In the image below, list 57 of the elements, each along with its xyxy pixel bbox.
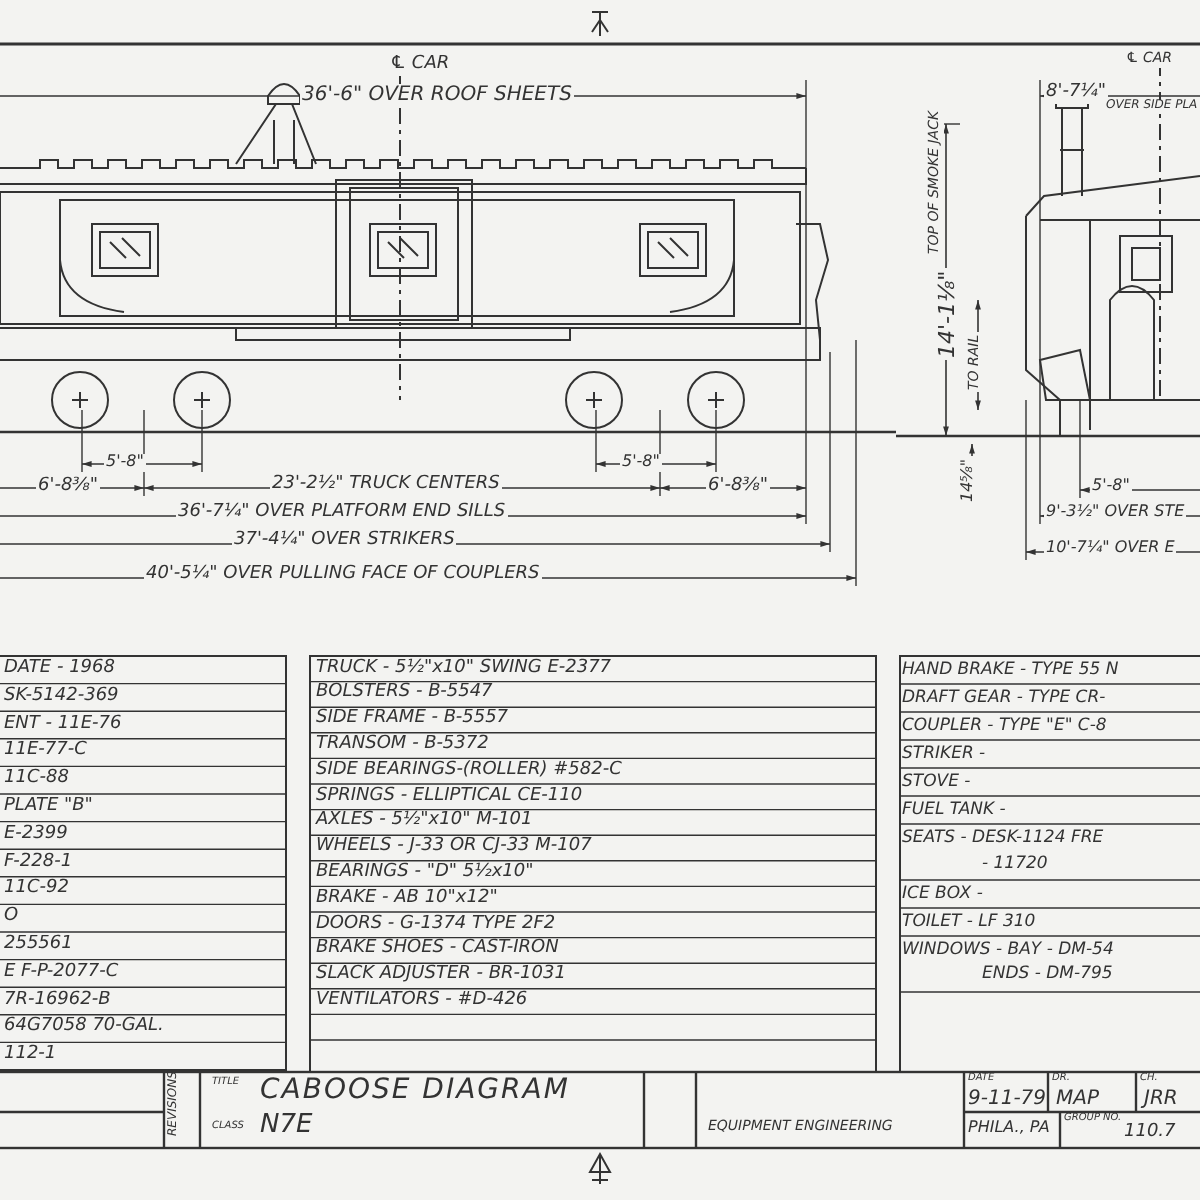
spec-text: BRAKE - AB 10"x12" xyxy=(316,889,498,910)
spec-text: STRIKER - xyxy=(902,746,986,765)
spec-text: 112-1 xyxy=(4,1046,57,1067)
dimension-label: 8'-7¼" xyxy=(1044,84,1109,104)
spec-text: FUEL TANK - xyxy=(902,802,1006,821)
spec-text: SEATS - DESK-1124 FRE xyxy=(902,830,1104,849)
dimension-label: 5'-8" xyxy=(1090,478,1132,496)
spec-text: 64G7058 70-GAL. xyxy=(4,1018,164,1039)
spec-text: SLACK ADJUSTER - BR-1031 xyxy=(316,966,566,986)
spec-text: SK-5142-369 xyxy=(4,687,119,708)
title-block-text: 110.7 xyxy=(1124,1124,1176,1144)
spec-text: 11E-77-C xyxy=(4,742,87,763)
title-block-text: 9-11-79 xyxy=(968,1088,1047,1110)
spec-text: SPRINGS - ELLIPTICAL CE-110 xyxy=(316,787,583,807)
spec-text: 255561 xyxy=(4,936,73,956)
title-block-text: PHILA., PA xyxy=(968,1120,1050,1138)
spec-text: E-2399 xyxy=(4,825,68,846)
title-block-text: N7E xyxy=(260,1112,313,1141)
spec-text: WHEELS - J-33 OR CJ-33 M-107 xyxy=(316,838,592,858)
spec-text: 11C-88 xyxy=(4,770,69,791)
spec-text: SIDE FRAME - B-5557 xyxy=(316,710,509,730)
dimension-label: 9'-3½" OVER STE xyxy=(1044,504,1187,522)
spec-text: F-228-1 xyxy=(4,853,73,873)
spec-text: STOVE - xyxy=(902,774,971,793)
spec-text: AXLES - 5½"x10" M-101 xyxy=(316,812,533,833)
spec-text: VENTILATORS - #D-426 xyxy=(316,991,528,1012)
dimension-label: 10'-7¼" OVER E xyxy=(1044,540,1177,558)
spec-text: O xyxy=(4,908,19,929)
title-block-text: MAP xyxy=(1056,1088,1099,1110)
spec-text: 11C-92 xyxy=(4,880,69,901)
title-block-text: JRR xyxy=(1144,1088,1178,1110)
spec-text: DOORS - G-1374 TYPE 2F2 xyxy=(316,915,556,935)
spec-text: HAND BRAKE - TYPE 55 N xyxy=(902,662,1119,681)
dimension-label: 14⅝" xyxy=(960,456,978,504)
spec-text: TRANSOM - B-5372 xyxy=(316,735,489,756)
spec-text: - 11720 xyxy=(982,856,1048,875)
spec-text: TRUCK - 5½"x10" SWING E-2377 xyxy=(316,659,612,679)
spec-text: COUPLER - TYPE "E" C-8 xyxy=(902,718,1107,737)
spec-text: PLATE "B" xyxy=(4,798,93,818)
spec-text: BEARINGS - "D" 5½x10" xyxy=(316,863,534,884)
dimension-label: 36'-6" OVER ROOF SHEETS xyxy=(300,84,574,106)
diagram-title: CABOOSE DIAGRAM xyxy=(260,1076,570,1107)
spec-text: ICE BOX - xyxy=(902,886,983,905)
spec-text: E F-P-2077-C xyxy=(4,963,119,984)
spec-text: SIDE BEARINGS-(ROLLER) #582-C xyxy=(316,761,622,782)
spec-text: ENDS - DM-795 xyxy=(982,966,1113,985)
spec-text: DATE - 1968 xyxy=(4,660,115,680)
spec-text: WINDOWS - BAY - DM-54 xyxy=(902,942,1114,961)
spec-text: BRAKE SHOES - CAST-IRON xyxy=(316,940,559,961)
spec-text: DRAFT GEAR - TYPE CR- xyxy=(902,690,1106,709)
dimension-label: 5'-8" xyxy=(620,454,662,472)
dimension-label: 5'-8" xyxy=(104,454,146,472)
spec-text: BOLSTERS - B-5547 xyxy=(316,684,493,705)
spec-text: ENT - 11E-76 xyxy=(4,715,122,735)
spec-text: 7R-16962-B xyxy=(4,991,111,1011)
spec-text: TOILET - LF 310 xyxy=(902,914,1036,933)
dimension-label: 14'-1⅛" xyxy=(936,268,961,360)
